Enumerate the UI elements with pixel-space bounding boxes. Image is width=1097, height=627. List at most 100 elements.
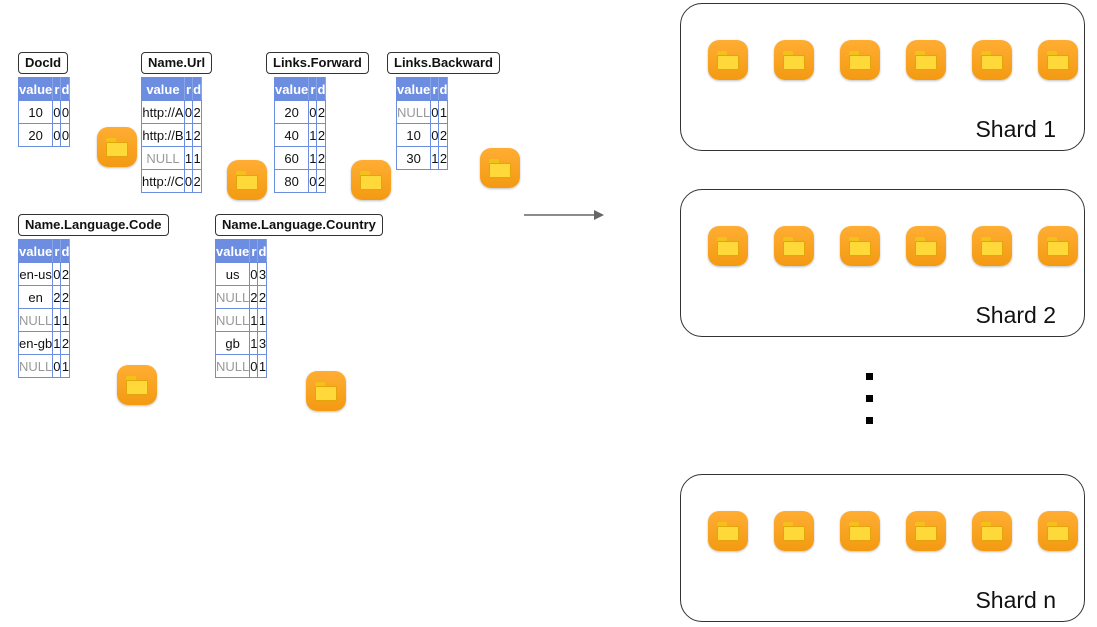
cell-r: 0 — [52, 123, 62, 147]
folder-icon — [480, 148, 520, 188]
cell-d: 0 — [60, 100, 71, 124]
shard-label: Shard n — [975, 587, 1056, 613]
folder-icon — [774, 40, 814, 80]
header-r: r — [308, 77, 318, 101]
cell-r: 1 — [308, 123, 318, 147]
folder-icon — [1038, 226, 1078, 266]
header-value: value — [214, 239, 251, 263]
cell-d: 2 — [60, 285, 71, 309]
cell-value: 30 — [395, 146, 432, 170]
column-title: Links.Backward — [387, 52, 500, 74]
shard-label: Shard 1 — [975, 116, 1056, 142]
folder-icon — [972, 40, 1012, 80]
cell-r: 0 — [308, 100, 318, 124]
cell-d: 1 — [192, 146, 203, 170]
header-value: value — [395, 77, 432, 101]
cell-d: 2 — [438, 146, 449, 170]
shard-2: Shard 2 — [680, 189, 1085, 337]
header-d: d — [438, 77, 449, 101]
ellipsis-dot — [866, 373, 873, 380]
shard-n: Shard n — [680, 474, 1085, 622]
cell-d: 1 — [60, 308, 71, 332]
folder-icon — [227, 160, 267, 200]
header-r: r — [52, 77, 62, 101]
column-header-row: value r d — [141, 77, 203, 101]
cell-r: 1 — [183, 146, 194, 170]
cell-d: 3 — [257, 331, 268, 355]
folder-icon — [1038, 511, 1078, 551]
cell-r: 1 — [183, 123, 194, 147]
cell-value: 20 — [273, 100, 310, 124]
folder-icon — [906, 40, 946, 80]
cell-d: 2 — [316, 146, 327, 170]
cell-d: 1 — [60, 354, 71, 378]
cell-r: 0 — [249, 354, 259, 378]
folder-icon — [972, 511, 1012, 551]
cell-value: en — [17, 285, 54, 309]
cell-r: 0 — [249, 262, 259, 286]
cell-r: 0 — [183, 100, 194, 124]
cell-r: 1 — [249, 331, 259, 355]
cell-r: 0 — [183, 169, 194, 193]
header-d: d — [192, 77, 203, 101]
folder-icon — [774, 511, 814, 551]
cell-r: 1 — [308, 146, 318, 170]
header-value: value — [273, 77, 310, 101]
folder-icon — [840, 40, 880, 80]
cell-value: 80 — [273, 169, 310, 193]
cell-d: 2 — [316, 169, 327, 193]
column-header-row: value r d — [17, 239, 71, 263]
cell-d: 2 — [257, 285, 268, 309]
column-title: DocId — [18, 52, 69, 74]
cell-r: 0 — [430, 100, 440, 124]
cell-value: http://A — [141, 100, 185, 124]
header-d: d — [60, 239, 71, 263]
cell-r: 0 — [52, 100, 62, 124]
cell-value: NULL — [214, 354, 251, 378]
header-d: d — [60, 77, 71, 101]
cell-value: NULL — [17, 308, 54, 332]
folder-icon — [840, 226, 880, 266]
folder-icon — [306, 371, 346, 411]
cell-value: NULL — [395, 100, 432, 124]
cell-value: http://B — [141, 123, 185, 147]
arrow-right-icon — [524, 210, 604, 220]
cell-r: 0 — [52, 262, 62, 286]
header-r: r — [52, 239, 62, 263]
cell-value: 40 — [273, 123, 310, 147]
cell-d: 1 — [257, 354, 268, 378]
column-header-row: value r d — [395, 77, 449, 101]
column-title: Name.Language.Country — [215, 214, 383, 236]
folder-icon — [708, 511, 748, 551]
cell-d: 0 — [60, 123, 71, 147]
folder-icon — [117, 365, 157, 405]
cell-d: 2 — [192, 169, 203, 193]
cell-d: 2 — [438, 123, 449, 147]
cell-d: 3 — [257, 262, 268, 286]
column-title: Links.Forward — [266, 52, 369, 74]
folder-icon — [906, 226, 946, 266]
cell-d: 2 — [192, 100, 203, 124]
column-header-row: value r d — [214, 239, 268, 263]
header-d: d — [316, 77, 327, 101]
